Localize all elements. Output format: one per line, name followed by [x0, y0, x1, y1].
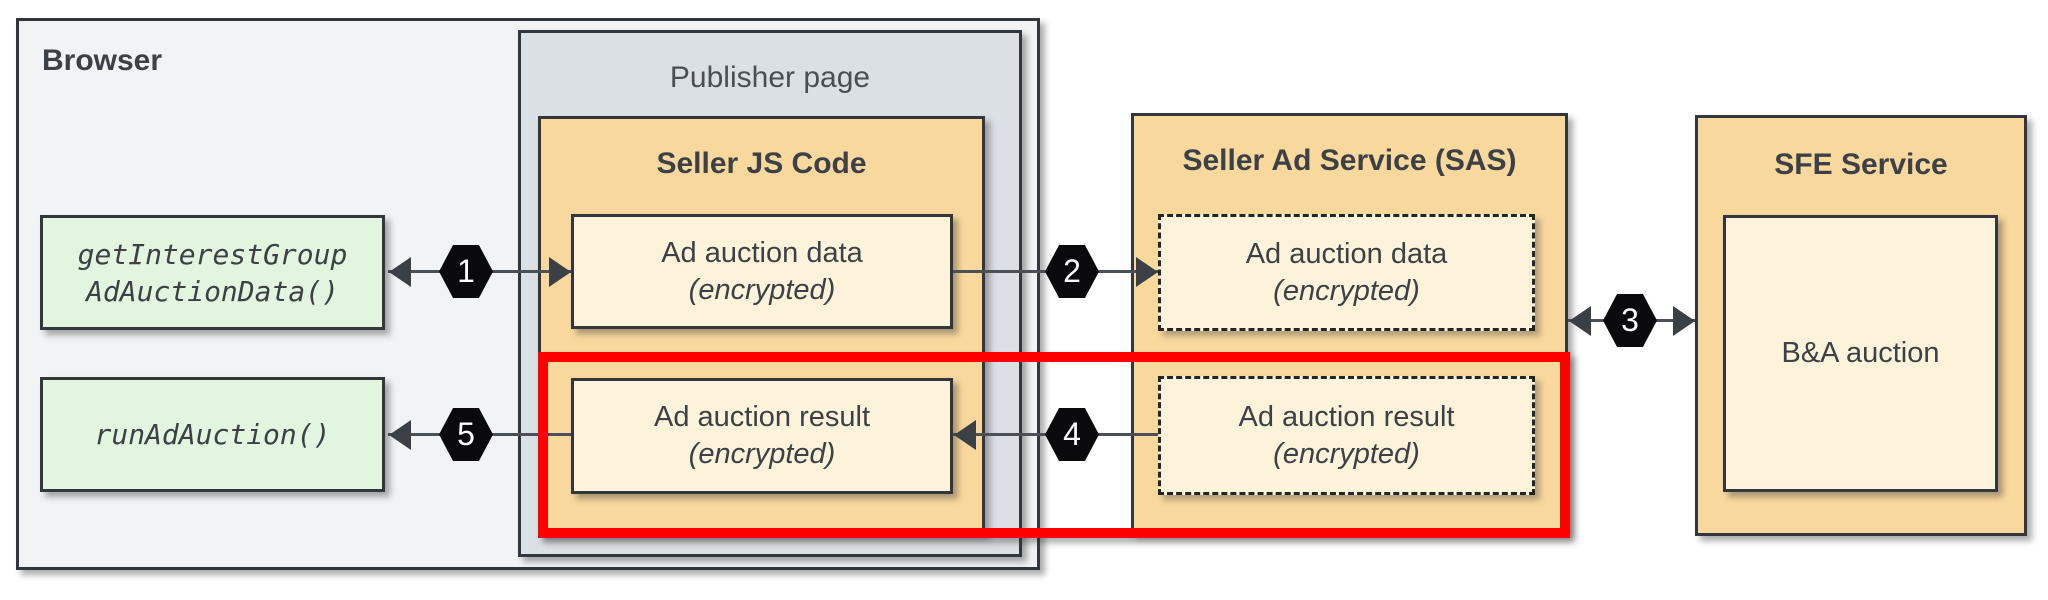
sas-ad-auction-data-line1: Ad auction data	[1245, 237, 1448, 270]
js-ad-auction-data-box: Ad auction data (encrypted)	[571, 214, 953, 329]
sfe-title: SFE Service	[1774, 148, 1948, 181]
step-badge-2: 2	[1045, 245, 1099, 298]
js-ad-auction-result-line1: Ad auction result	[653, 401, 870, 433]
js-ad-auction-result-box: Ad auction result (encrypted)	[571, 378, 953, 494]
bna-auction-box: B&A auction	[1723, 215, 1998, 492]
arrowhead-step4-left	[954, 420, 976, 450]
bna-auction-label: B&A auction	[1781, 337, 1940, 369]
step-badge-3: 3	[1603, 294, 1657, 347]
sas-ad-auction-result-line2: (encrypted)	[1273, 437, 1420, 470]
sas-ad-auction-data-line2: (encrypted)	[1273, 274, 1420, 307]
arrowhead-step3-right	[1673, 306, 1695, 336]
arrowhead-step2-right	[1136, 257, 1158, 287]
get-interest-group-line1: getInterestGroup	[77, 237, 348, 271]
highlight-rectangle	[538, 352, 1570, 538]
arrowhead-step3-left	[1569, 306, 1591, 336]
js-ad-auction-data-line1: Ad auction data	[661, 236, 863, 269]
publisher-page-label: Publisher page	[669, 61, 871, 94]
sas-title: Seller Ad Service (SAS)	[1182, 144, 1517, 177]
js-ad-auction-data-line2: (encrypted)	[688, 273, 836, 306]
run-ad-auction-label: runAdAuction()	[94, 418, 331, 451]
get-interest-group-line2: AdAuctionData()	[86, 274, 339, 308]
seller-js-title: Seller JS Code	[656, 147, 867, 180]
browser-label: Browser	[42, 44, 163, 77]
js-ad-auction-result-line2: (encrypted)	[688, 438, 836, 470]
arrowhead-step1-left	[389, 257, 411, 287]
sas-ad-auction-data-box: Ad auction data (encrypted)	[1158, 214, 1535, 331]
get-interest-group-box: getInterestGroup AdAuctionData()	[40, 215, 385, 330]
arrowhead-step1-right	[549, 257, 571, 287]
sas-ad-auction-result-box: Ad auction result (encrypted)	[1158, 376, 1535, 495]
run-ad-auction-box: runAdAuction()	[40, 377, 385, 492]
arrowhead-step5-left	[389, 420, 411, 450]
sas-ad-auction-result-line1: Ad auction result	[1238, 400, 1455, 433]
